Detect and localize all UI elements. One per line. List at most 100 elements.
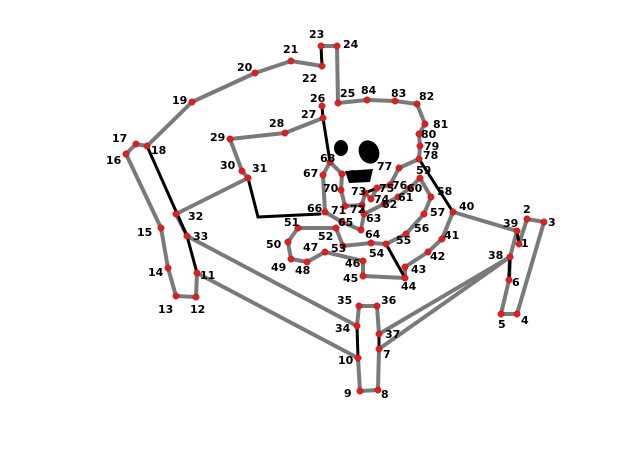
dot-68 — [326, 158, 334, 166]
dot-53 — [339, 242, 347, 250]
dot-label-7: 7 — [383, 348, 391, 361]
dot-76 — [386, 181, 394, 189]
dot-label-60: 60 — [407, 182, 423, 195]
dot-label-1: 1 — [521, 237, 529, 250]
dot-6 — [505, 276, 513, 284]
dot-33 — [183, 232, 191, 240]
dot-21 — [287, 57, 295, 65]
dot-8 — [374, 386, 382, 394]
dot-label-55: 55 — [396, 234, 411, 247]
dot-31 — [244, 174, 252, 182]
dot-34 — [353, 322, 361, 330]
dot-label-53: 53 — [331, 242, 346, 255]
dot-label-23: 23 — [309, 28, 324, 41]
dot-28 — [281, 129, 289, 137]
dot-22 — [318, 62, 326, 70]
dot-62 — [380, 200, 388, 208]
dot-78 — [415, 155, 423, 163]
bold-segment — [246, 176, 260, 219]
dot-numbers: 1234567891011121314151617181920212223242… — [106, 28, 556, 401]
bold-segment — [417, 157, 455, 214]
dot-label-13: 13 — [158, 303, 173, 316]
dot-81 — [421, 120, 429, 128]
dot-43 — [401, 263, 409, 271]
dot-70 — [337, 186, 345, 194]
dot-66 — [321, 208, 329, 216]
dot-29 — [226, 135, 234, 143]
dot-label-30: 30 — [220, 159, 236, 172]
dot-9 — [356, 387, 364, 395]
dot-61 — [394, 193, 402, 201]
dot-56 — [402, 230, 410, 238]
dot-label-82: 82 — [419, 90, 434, 103]
dot-24 — [333, 42, 341, 50]
dot-label-40: 40 — [459, 200, 475, 213]
dot-80 — [415, 130, 423, 138]
dot-label-75: 75 — [379, 182, 394, 195]
dot-3 — [540, 218, 548, 226]
bold-segment — [185, 234, 199, 275]
dot-label-48: 48 — [295, 264, 310, 277]
dot-48 — [303, 258, 311, 266]
dot-13 — [172, 292, 180, 300]
dot-label-24: 24 — [343, 38, 359, 51]
dot-label-71: 71 — [331, 204, 346, 217]
dot-23 — [317, 42, 325, 50]
dot-label-35: 35 — [337, 294, 352, 307]
dot-60 — [406, 184, 414, 192]
dot-label-83: 83 — [391, 87, 406, 100]
dot-label-49: 49 — [271, 261, 286, 274]
dot-label-11: 11 — [200, 269, 215, 282]
dot-51 — [294, 224, 302, 232]
dot-14 — [164, 264, 172, 272]
dot-label-39: 39 — [503, 217, 518, 230]
dot-46 — [359, 257, 367, 265]
dot-64 — [357, 226, 365, 234]
dot-label-81: 81 — [433, 118, 448, 131]
dot-label-72: 72 — [350, 203, 365, 216]
dot-label-78: 78 — [423, 149, 438, 162]
dot-20 — [251, 69, 259, 77]
dot-label-33: 33 — [193, 230, 208, 243]
dot-label-69: 69 — [348, 168, 363, 181]
dot-label-84: 84 — [361, 84, 377, 97]
dot-73 — [361, 189, 369, 197]
dot-label-18: 18 — [151, 144, 166, 157]
dot-label-61: 61 — [398, 191, 413, 204]
dot-label-36: 36 — [381, 294, 397, 307]
dot-label-9: 9 — [344, 387, 352, 400]
dot-label-64: 64 — [365, 228, 381, 241]
dot-69 — [338, 170, 346, 178]
dot-label-2: 2 — [523, 203, 531, 216]
dot-25 — [334, 99, 342, 107]
dot-label-14: 14 — [148, 266, 164, 279]
dot-label-4: 4 — [521, 314, 529, 327]
dot-32 — [172, 210, 180, 218]
dot-30 — [238, 167, 246, 175]
nose-icon — [345, 169, 373, 183]
dot-label-63: 63 — [366, 212, 381, 225]
dot-label-51: 51 — [284, 216, 299, 229]
dot-label-59: 59 — [416, 164, 431, 177]
dot-4 — [513, 310, 521, 318]
dot-1 — [515, 240, 523, 248]
dot-label-65: 65 — [338, 216, 353, 229]
dot-40 — [449, 208, 457, 216]
dot-17 — [132, 140, 140, 148]
dot-15 — [157, 224, 165, 232]
dot-label-20: 20 — [237, 61, 253, 74]
dot-label-26: 26 — [310, 92, 326, 105]
dot-label-66: 66 — [307, 202, 323, 215]
dot-label-73: 73 — [351, 185, 366, 198]
dot-2 — [523, 215, 531, 223]
dot-label-25: 25 — [340, 87, 355, 100]
dot-label-70: 70 — [323, 182, 339, 195]
bold-segment — [256, 212, 322, 219]
dot-84 — [363, 96, 371, 104]
dot-72 — [358, 201, 366, 209]
dot-label-27: 27 — [301, 108, 316, 121]
dot-label-5: 5 — [498, 318, 506, 331]
dot-label-15: 15 — [137, 226, 152, 239]
dot-47 — [321, 248, 329, 256]
